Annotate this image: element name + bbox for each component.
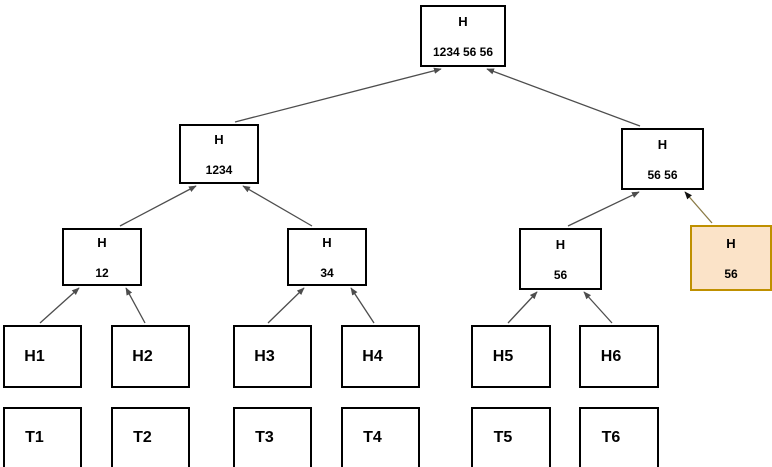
edge-h3-to-n-lr xyxy=(267,287,305,324)
hash-node-title: H xyxy=(726,235,736,251)
hash-node-title: H xyxy=(214,131,224,147)
data-block-label: T5 xyxy=(493,429,513,446)
hash-node-value: 1234 56 56 xyxy=(432,44,494,59)
edge-h1-to-n-ll xyxy=(39,287,80,324)
hash-node-n-lr[interactable]: H 34 xyxy=(287,228,367,286)
hash-node-n-r[interactable]: H 56 56 xyxy=(621,128,704,190)
data-block-node-t1[interactable]: T1 xyxy=(3,407,82,467)
edge-h6-to-n-rl xyxy=(583,291,613,324)
hash-node-value: 12 xyxy=(95,265,109,280)
leaf-hash-node-h3[interactable]: H3 xyxy=(233,325,312,388)
leaf-hash-node-h1[interactable]: H1 xyxy=(3,325,82,388)
hash-node-value: 1234 xyxy=(205,162,233,177)
hash-node-title: H xyxy=(322,234,332,250)
edge-n-r-to-root xyxy=(486,68,641,127)
data-block-label: T2 xyxy=(133,429,152,446)
hash-node-value: 56 xyxy=(724,266,738,281)
hash-node-root[interactable]: H 1234 56 56 xyxy=(420,5,506,67)
data-block-node-t6[interactable]: T6 xyxy=(579,407,659,467)
leaf-hash-label: H4 xyxy=(362,347,383,365)
hash-node-n-ll[interactable]: H 12 xyxy=(62,228,142,286)
leaf-hash-label: H6 xyxy=(600,347,622,365)
leaf-hash-node-h5[interactable]: H5 xyxy=(471,325,551,388)
data-block-label: T3 xyxy=(255,429,274,446)
data-block-node-t2[interactable]: T2 xyxy=(111,407,190,467)
leaf-hash-node-h4[interactable]: H4 xyxy=(341,325,420,388)
edge-n-l-to-root xyxy=(234,67,442,123)
edge-h2-to-n-ll xyxy=(125,287,146,324)
hash-node-n-l[interactable]: H 1234 xyxy=(179,124,259,184)
leaf-hash-label: H5 xyxy=(492,347,514,365)
leaf-hash-label: H2 xyxy=(132,347,153,365)
hash-node-title: H xyxy=(97,234,107,250)
data-block-label: T4 xyxy=(363,429,382,446)
edge-n-lr-to-n-l xyxy=(242,185,313,227)
hash-node-n-rr[interactable]: H 56 xyxy=(690,225,772,291)
leaf-hash-node-h6[interactable]: H6 xyxy=(579,325,659,388)
edge-n-rr-to-n-r xyxy=(684,191,713,224)
edge-n-rl-to-n-r xyxy=(567,191,640,227)
hash-node-n-rl[interactable]: H 56 xyxy=(519,228,602,290)
data-block-node-t5[interactable]: T5 xyxy=(471,407,551,467)
edge-h5-to-n-rl xyxy=(507,291,538,324)
data-block-node-t3[interactable]: T3 xyxy=(233,407,312,467)
hash-node-title: H xyxy=(555,236,566,252)
data-block-label: T6 xyxy=(601,429,621,446)
edge-h4-to-n-lr xyxy=(350,287,375,324)
hash-node-title: H xyxy=(458,13,468,29)
leaf-hash-label: H3 xyxy=(254,347,275,365)
data-block-label: T1 xyxy=(25,429,44,446)
edge-n-ll-to-n-l xyxy=(119,185,197,227)
hash-node-value: 34 xyxy=(320,265,334,280)
leaf-hash-label: H1 xyxy=(24,347,45,365)
hash-node-value: 56 xyxy=(553,267,568,282)
hash-node-value: 56 56 xyxy=(647,167,678,182)
data-block-node-t4[interactable]: T4 xyxy=(341,407,420,467)
leaf-hash-node-h2[interactable]: H2 xyxy=(111,325,190,388)
hash-node-title: H xyxy=(657,136,668,152)
